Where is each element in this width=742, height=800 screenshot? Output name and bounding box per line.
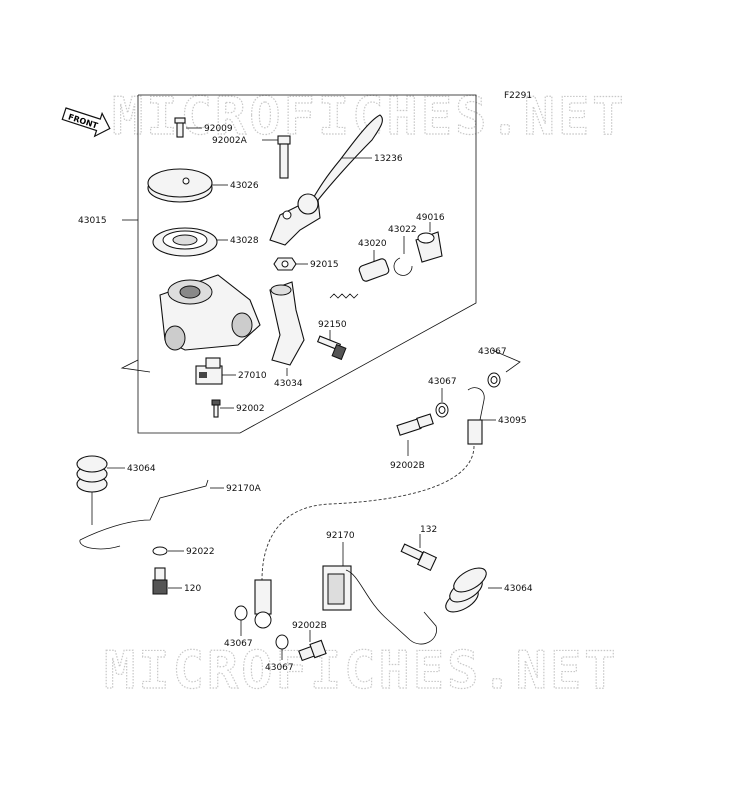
part-49016-boot xyxy=(415,231,443,263)
label-92150: 92150 xyxy=(318,320,347,330)
part-92002B-bolt-a xyxy=(396,413,434,436)
label-13236: 13236 xyxy=(374,154,403,164)
part-92002-screw xyxy=(211,399,221,418)
assembly-outline xyxy=(137,94,477,434)
part-120-bolt xyxy=(152,567,168,595)
part-92022-washer xyxy=(152,546,168,556)
label-92002B-a: 92002B xyxy=(390,461,425,471)
label-92170: 92170 xyxy=(326,531,355,541)
part-92170-bracket xyxy=(322,565,437,645)
part-13236-lever xyxy=(269,114,383,246)
part-43067-washer-c xyxy=(234,605,248,621)
label-43067-b: 43067 xyxy=(428,377,457,387)
part-lower-hose-fitting xyxy=(254,579,272,629)
label-92015: 92015 xyxy=(310,260,339,270)
part-43095-hose-end xyxy=(467,387,485,445)
part-43028-diaphragm xyxy=(152,227,218,257)
assembly-notch xyxy=(120,359,151,373)
part-43064-boot-b xyxy=(445,567,487,613)
label-43022: 43022 xyxy=(388,225,417,235)
brake-hose-line xyxy=(261,445,475,581)
part-92002A-bolt xyxy=(277,135,291,179)
part-43020-piston xyxy=(329,258,390,299)
part-43022-circlip xyxy=(393,257,413,276)
label-49016: 49016 xyxy=(416,213,445,223)
part-43067-washer-a xyxy=(487,372,501,388)
part-43034-holder xyxy=(269,281,305,366)
label-92002A: 92002A xyxy=(212,136,248,146)
part-43064-boot-a xyxy=(76,455,108,493)
label-92002B-b: 92002B xyxy=(292,621,327,631)
label-92022: 92022 xyxy=(186,547,215,557)
label-43034: 43034 xyxy=(274,379,303,389)
label-92170A: 92170A xyxy=(226,484,262,494)
leader-43067a-bracket xyxy=(491,349,521,373)
label-120: 120 xyxy=(184,584,201,594)
label-43067-d: 43067 xyxy=(265,663,294,673)
front-arrow-icon: FRONT xyxy=(61,107,111,138)
label-132: 132 xyxy=(420,525,437,535)
figure-code: F2291 xyxy=(504,91,532,101)
label-43064-a: 43064 xyxy=(127,464,156,474)
label-92002: 92002 xyxy=(236,404,265,414)
label-27010: 27010 xyxy=(238,371,267,381)
label-43020: 43020 xyxy=(358,239,387,249)
part-92170A-clamp xyxy=(79,479,209,550)
label-43067-c: 43067 xyxy=(224,639,253,649)
part-92009-screw xyxy=(174,117,186,138)
part-27010-switch xyxy=(195,357,223,385)
part-43067-washer-b xyxy=(435,402,449,418)
watermark-bottom: MICROFICHES.NET xyxy=(104,641,619,701)
label-43064-b: 43064 xyxy=(504,584,533,594)
label-43028: 43028 xyxy=(230,236,259,246)
label-43067-a: 43067 xyxy=(478,347,507,357)
part-92150-bolt xyxy=(316,335,347,361)
part-132-bolt xyxy=(400,543,438,572)
label-92009: 92009 xyxy=(204,124,233,134)
part-92015-nut xyxy=(273,257,297,271)
part-43067-washer-d xyxy=(275,634,289,650)
label-43015: 43015 xyxy=(78,216,107,226)
part-43026-cap xyxy=(147,168,213,203)
part-92002B-bolt-b xyxy=(298,639,327,662)
label-43026: 43026 xyxy=(230,181,259,191)
part-master-cylinder-body xyxy=(159,274,261,351)
label-43095: 43095 xyxy=(498,416,527,426)
